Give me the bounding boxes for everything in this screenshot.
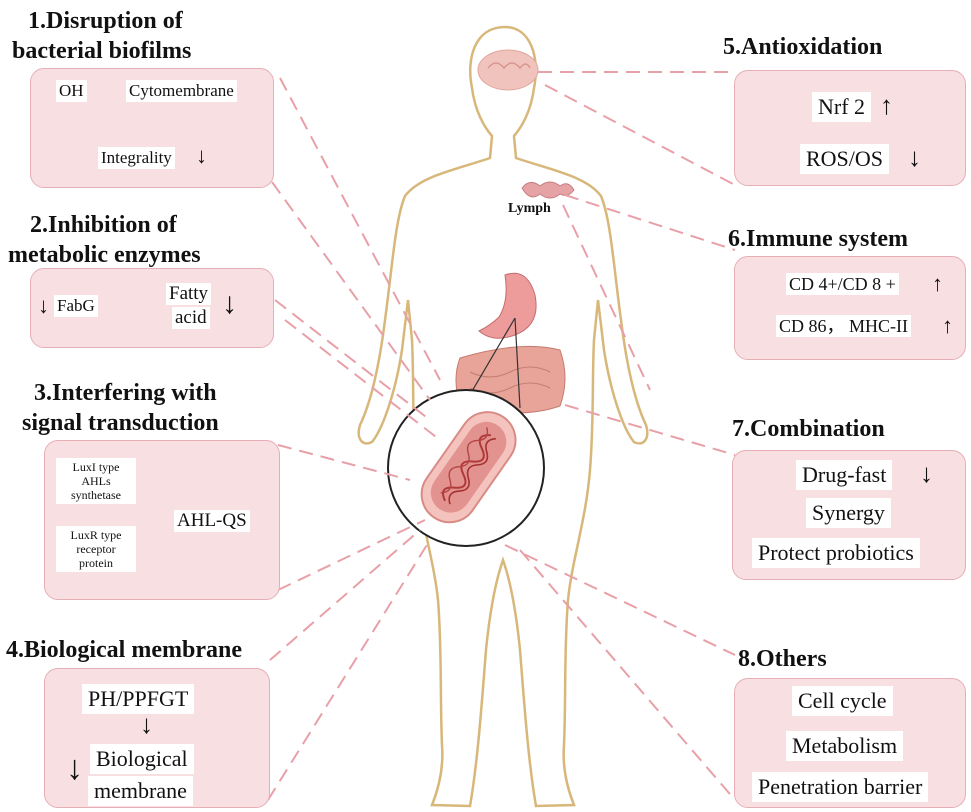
section-2-title-line2: metabolic enzymes [8,242,201,268]
nrf2-label: Nrf 2 [812,92,871,122]
luxr-line1: LuxR type [58,528,134,542]
ahl-qs-label: AHL-QS [174,510,250,532]
luxr-line3: protein [58,556,134,570]
fatty-acid-label-2: acid [172,307,210,329]
section-5-title: 5.Antioxidation [723,34,882,60]
drug-fast-label: Drug-fast [796,460,892,490]
brain-shape [478,50,538,90]
fatty-acid-label-1: Fatty [166,283,211,305]
ros-os-label: ROS/OS [800,144,889,174]
oh-label: OH [56,80,87,102]
biological-label-1: Biological [90,744,194,774]
up-arrow-icon: ↑ [932,271,943,297]
section-3-title: 3.Interfering with [34,380,217,406]
luxi-label: LuxI type AHLs synthetase [56,458,136,504]
luxi-line3: synthetase [58,488,134,502]
fabg-label: FabG [54,295,98,317]
section-1-title-line2: bacterial biofilms [12,38,191,64]
cytomembrane-label: Cytomembrane [126,80,237,102]
protect-probiotics-label: Protect probiotics [752,538,920,568]
integrality-label: Integrality [98,147,175,169]
luxr-label: LuxR type receptor protein [56,526,136,572]
luxi-line2: AHLs [58,474,134,488]
up-arrow-icon: ↑ [880,93,893,119]
section-3-title-line2: signal transduction [22,410,219,436]
ph-ppfgt-label: PH/PPFGT [82,684,194,714]
cd4-cd8-label: CD 4+/CD 8 + [786,273,899,295]
down-arrow-icon: ↓ [140,712,153,738]
cd86-mhc-label: CD 86， MHC-II [776,315,911,337]
lymph-label: Lymph [508,201,551,217]
section-4-title: 4.Biological membrane [6,637,242,663]
synergy-label: Synergy [806,498,891,528]
metabolism-label: Metabolism [786,731,903,761]
down-arrow-icon: ↓ [920,461,933,487]
luxr-line2: receptor [58,542,134,556]
section-6-title: 6.Immune system [728,226,908,252]
penetration-barrier-label: Penetration barrier [752,772,928,802]
section-2-title: 2.Inhibition of [30,212,177,238]
luxi-line1: LuxI type [58,460,134,474]
biological-label-2: membrane [88,776,193,806]
up-arrow-icon: ↑ [942,313,953,339]
stomach-shape [479,273,536,338]
down-arrow-icon: ↓ [66,756,83,782]
down-arrow-icon: ↓ [908,145,921,171]
down-arrow-icon: ↓ [196,143,207,169]
down-arrow-icon: ↓ [222,291,237,317]
cell-cycle-label: Cell cycle [792,686,893,716]
section-1-title: 1.Disruption of [28,8,183,34]
section-7-title: 7.Combination [732,416,885,442]
down-arrow-icon: ↓ [38,293,49,319]
section-8-title: 8.Others [738,646,827,672]
